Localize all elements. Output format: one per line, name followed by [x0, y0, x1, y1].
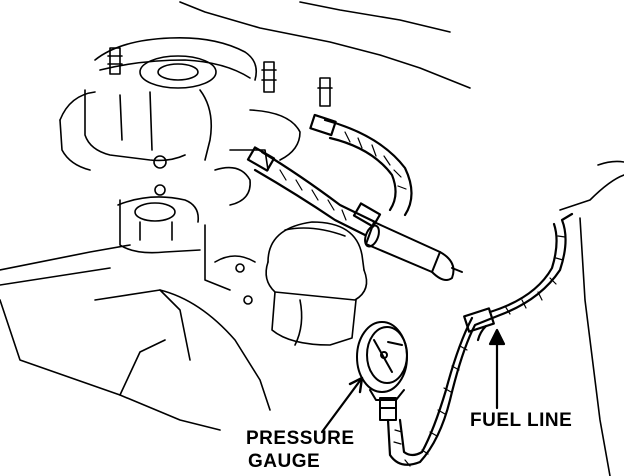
fuel-pump — [265, 221, 368, 346]
fuel-line-hose — [386, 212, 574, 467]
carburetor — [59, 36, 333, 206]
pressure-gauge-label-line1: PRESSURE — [246, 428, 355, 449]
fuel-hose-upper — [246, 113, 413, 237]
pressure-gauge-arrow — [320, 376, 364, 434]
fender-outline-right — [559, 160, 624, 476]
pressure-gauge-label-line2: GAUGE — [248, 451, 321, 472]
fuel-filter — [364, 221, 463, 281]
fuel-line-arrow — [488, 328, 506, 410]
engine-block — [0, 196, 271, 431]
pressure-gauge — [356, 321, 408, 421]
fuel-line-label: FUEL LINE — [470, 410, 573, 431]
hood-outline — [179, 1, 471, 89]
